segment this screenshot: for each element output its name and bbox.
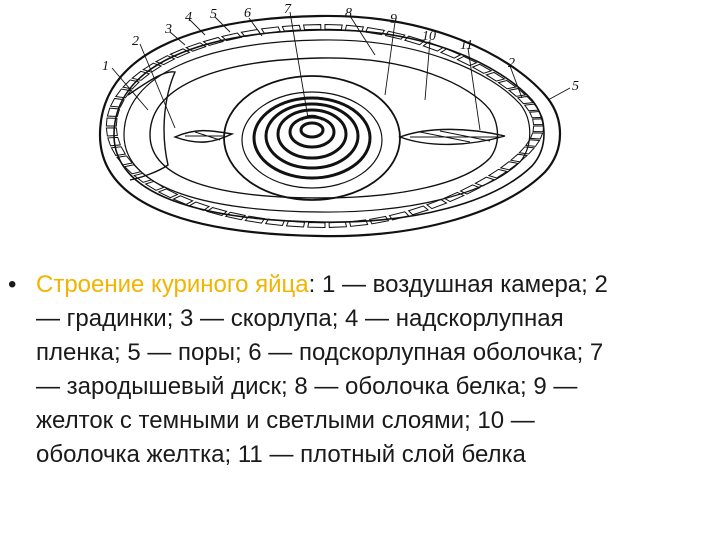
shell-cell (348, 219, 369, 227)
caption-text: Строение куриного яйца: 1 — воздушная ка… (36, 268, 618, 472)
label-2: 2 (132, 34, 139, 49)
leader-lines (111, 11, 571, 131)
shell-cell (324, 24, 343, 31)
label-11: 11 (460, 38, 473, 53)
shell-cell (529, 132, 544, 140)
shell-cells (105, 24, 545, 228)
shell-membrane (123, 39, 531, 213)
label-9: 9 (390, 12, 397, 27)
yolk-membrane (223, 75, 401, 201)
yolk-outer-layer (241, 91, 383, 189)
shell-cell (157, 188, 179, 199)
caption-term[interactable]: Строение куриного яйца (36, 271, 309, 298)
shell-cell (110, 146, 127, 156)
label-5: 5 (210, 7, 217, 22)
yolk-layers (252, 96, 372, 180)
shell-cell (474, 176, 496, 187)
chalaza-right (397, 128, 506, 146)
shell-cell (532, 125, 545, 133)
label-8: 8 (345, 6, 352, 21)
bullet: • (8, 271, 17, 298)
shell-cell (509, 153, 529, 163)
shell-cell (516, 95, 535, 105)
shell-cell (154, 55, 176, 66)
shell-cell (487, 168, 509, 179)
shell-cell (114, 88, 132, 99)
shell-cell (456, 55, 478, 67)
label-10: 10 (422, 29, 436, 44)
label-7: 7 (284, 2, 292, 17)
shell-cell (202, 36, 225, 47)
shell-cell (507, 88, 527, 97)
shell-cell (105, 127, 118, 137)
shell-cell (185, 42, 207, 52)
shell-cell (281, 24, 302, 32)
shell-cell (188, 201, 211, 211)
shell-cell (264, 218, 286, 227)
shell-cell (307, 222, 326, 228)
shell-cell (302, 24, 322, 31)
label-4: 4 (185, 10, 192, 25)
shell-cell (368, 215, 390, 225)
shell-cell (116, 155, 134, 166)
shell-cell (328, 221, 348, 228)
shell-cell (388, 211, 410, 221)
shell-cell (403, 35, 426, 46)
shell-cell (172, 195, 194, 205)
shell-cell (518, 146, 536, 155)
shell-cell (422, 41, 444, 52)
shell-cell (425, 198, 448, 210)
shell-cell (106, 107, 121, 118)
shell-cell (384, 30, 406, 40)
caption-description: 1 — воздушная камера; 2 — градинки; 3 — … (36, 271, 608, 468)
shell-cell (459, 184, 481, 195)
shell-cell (524, 139, 541, 147)
label-6: 6 (244, 6, 251, 21)
shell-cell (133, 172, 153, 183)
caption-colon: : (308, 271, 316, 298)
shell-cell (244, 215, 266, 224)
shell-cell (107, 136, 122, 147)
label-3: 3 (164, 22, 172, 37)
shell-cell (285, 220, 306, 228)
label-2b: 2 (508, 56, 515, 71)
shell-cell (169, 48, 191, 59)
shell-cell (443, 191, 465, 203)
egg-structure-diagram: 1 2 3 4 5 6 7 8 9 10 11 2 5 (98, 2, 579, 238)
shell-cell (205, 206, 228, 217)
shell-cell (471, 63, 493, 74)
shell-cell (499, 161, 520, 171)
shell-cell (109, 97, 125, 108)
shell-cell (528, 111, 543, 119)
shell-cell (144, 180, 165, 191)
label-5b: 5 (572, 79, 579, 94)
chalaza-left (173, 129, 235, 143)
shell-cell (344, 24, 365, 33)
caption: • Строение куриного яйца: 1 — воздушная … (8, 268, 618, 472)
shell-cell (485, 71, 506, 82)
shell-cell (224, 211, 247, 221)
air-cell (127, 71, 176, 181)
shell-cell (497, 80, 518, 90)
germinal-disc (301, 114, 323, 121)
shell-cell (523, 103, 540, 112)
shell-cell (364, 26, 386, 36)
shell-cell (220, 32, 243, 42)
label-1: 1 (102, 59, 109, 74)
egg-shell-outer (98, 14, 562, 238)
shell-cell (532, 118, 545, 126)
shell-cell (123, 164, 142, 175)
shell-cell (131, 70, 151, 81)
shell-cell (105, 117, 118, 127)
shell-cell (260, 26, 282, 34)
shell-cell (407, 205, 430, 216)
shell-cell (142, 62, 163, 73)
shell-cell (439, 48, 462, 59)
